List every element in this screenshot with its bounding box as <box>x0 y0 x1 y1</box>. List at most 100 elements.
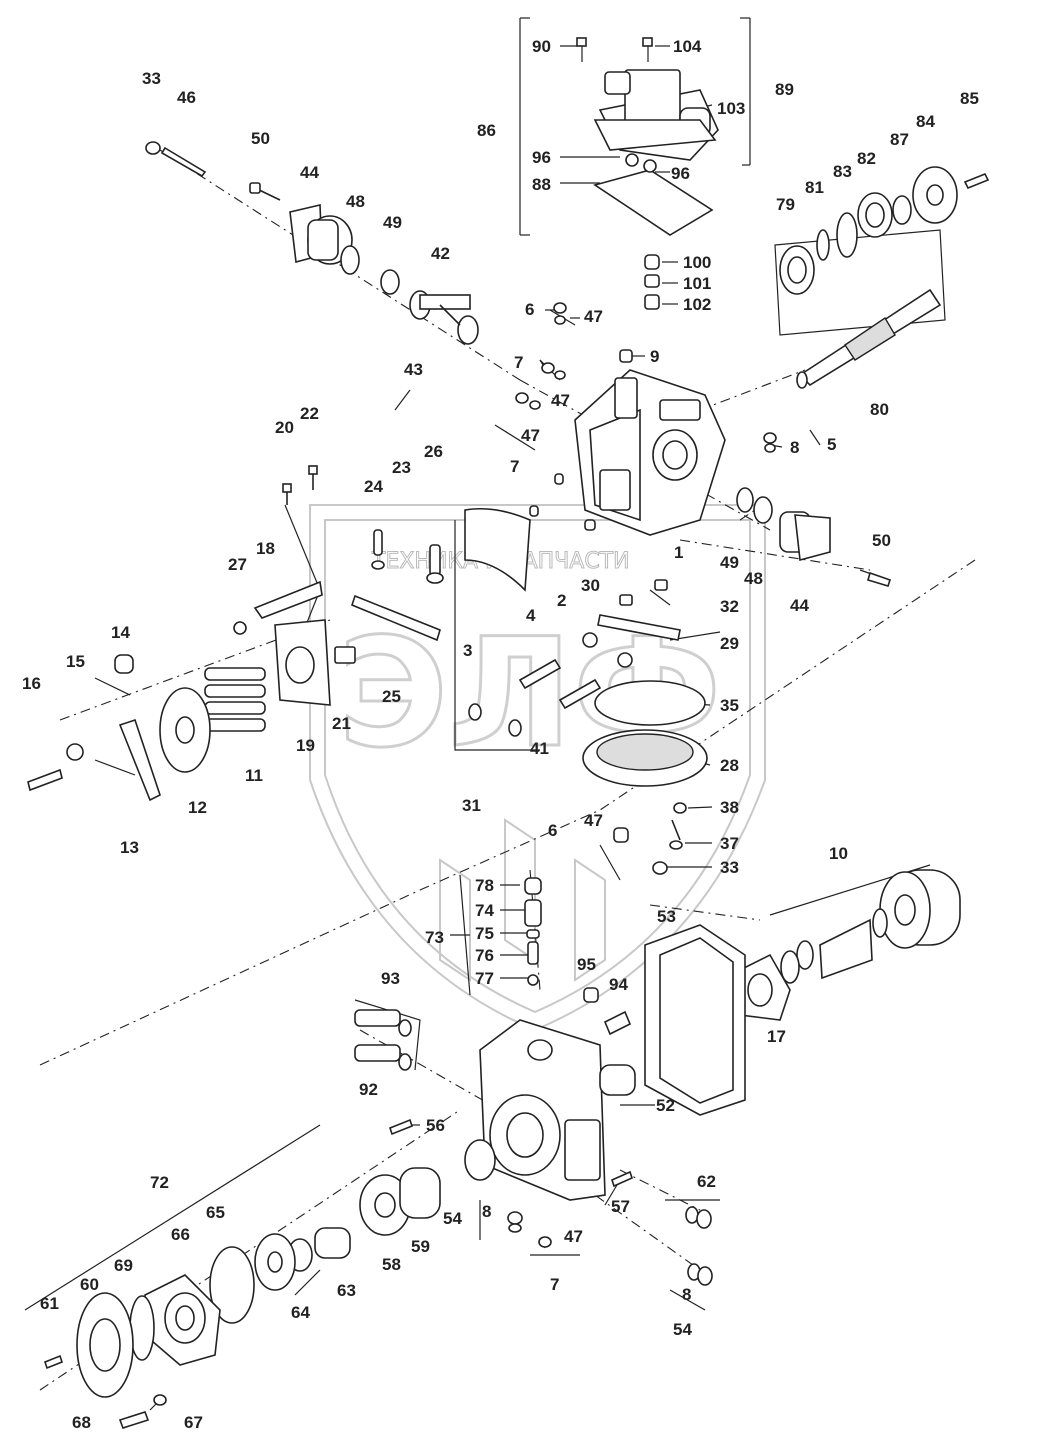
label-89: 89 <box>775 80 794 99</box>
label-7-low: 7 <box>550 1275 559 1294</box>
label-54-a: 54 <box>443 1209 462 1228</box>
label-19: 19 <box>296 736 315 755</box>
label-22: 22 <box>300 404 319 423</box>
label-17: 17 <box>767 1027 786 1046</box>
spring-10 <box>819 918 873 980</box>
label-47-mid: 47 <box>584 811 603 830</box>
label-26: 26 <box>424 442 443 461</box>
lever-18 <box>253 580 323 619</box>
label-13: 13 <box>120 838 139 857</box>
label-60: 60 <box>80 1275 99 1294</box>
spring-46 <box>160 146 207 178</box>
label-104: 104 <box>673 37 702 56</box>
label-54-b: 54 <box>673 1320 692 1339</box>
label-47-c: 47 <box>521 426 540 445</box>
label-87: 87 <box>890 130 909 149</box>
label-14: 14 <box>111 623 130 642</box>
label-100: 100 <box>683 253 711 272</box>
label-49-top: 49 <box>383 213 402 232</box>
label-84: 84 <box>916 112 935 131</box>
plate-28 <box>582 729 708 787</box>
label-52: 52 <box>656 1096 675 1115</box>
ring-33 <box>145 141 161 155</box>
label-63: 63 <box>337 1281 356 1300</box>
label-92: 92 <box>359 1080 378 1099</box>
label-65: 65 <box>206 1203 225 1222</box>
spring-41b <box>558 678 602 710</box>
label-35: 35 <box>720 696 739 715</box>
spring-41a <box>518 658 562 690</box>
label-18: 18 <box>256 539 275 558</box>
label-90: 90 <box>532 37 551 56</box>
label-21: 21 <box>332 714 351 733</box>
label-1: 1 <box>674 543 683 562</box>
flange-66 <box>144 1274 221 1366</box>
end-housing-52 <box>479 1019 606 1201</box>
label-85: 85 <box>960 89 979 108</box>
cover-44-right <box>779 511 831 562</box>
label-69: 69 <box>114 1256 133 1275</box>
label-10: 10 <box>829 844 848 863</box>
housing-1 <box>574 369 726 536</box>
label-74: 74 <box>475 901 494 920</box>
label-42: 42 <box>431 244 450 263</box>
label-31: 31 <box>462 796 481 815</box>
label-7-a: 7 <box>514 353 523 372</box>
parts <box>27 37 990 1429</box>
label-94: 94 <box>609 975 628 994</box>
label-68: 68 <box>72 1413 91 1432</box>
label-64: 64 <box>291 1303 310 1322</box>
label-79: 79 <box>776 195 795 214</box>
label-8-top: 8 <box>790 438 799 457</box>
o-ring-65 <box>209 1246 255 1324</box>
label-47-a: 47 <box>584 307 603 326</box>
label-41: 41 <box>530 739 549 758</box>
label-28: 28 <box>720 756 739 775</box>
label-20: 20 <box>275 418 294 437</box>
label-9: 9 <box>650 347 659 366</box>
label-67: 67 <box>184 1413 203 1432</box>
label-76: 76 <box>475 946 494 965</box>
label-48-top: 48 <box>346 192 365 211</box>
label-44-right: 44 <box>790 596 809 615</box>
label-27: 27 <box>228 555 247 574</box>
label-48-right: 48 <box>744 569 763 588</box>
label-81: 81 <box>805 178 824 197</box>
valve-73 <box>524 877 542 986</box>
label-78: 78 <box>475 876 494 895</box>
label-6-top: 6 <box>525 300 534 319</box>
label-6-mid: 6 <box>548 821 557 840</box>
label-77: 77 <box>475 969 494 988</box>
label-2: 2 <box>557 591 566 610</box>
label-56: 56 <box>426 1116 445 1135</box>
label-50-top: 50 <box>251 129 270 148</box>
label-101: 101 <box>683 274 711 293</box>
label-25: 25 <box>382 687 401 706</box>
shaft-80 <box>796 288 942 389</box>
label-47-low: 47 <box>564 1227 583 1246</box>
label-8-b: 8 <box>682 1285 691 1304</box>
label-46: 46 <box>177 88 196 107</box>
label-24: 24 <box>364 477 383 496</box>
label-12: 12 <box>188 798 207 817</box>
label-75: 75 <box>475 924 494 943</box>
label-38: 38 <box>720 798 739 817</box>
label-33-mid: 33 <box>720 858 739 877</box>
label-96-a: 96 <box>532 148 551 167</box>
label-96-b: 96 <box>671 164 690 183</box>
label-50-right: 50 <box>872 531 891 550</box>
label-103: 103 <box>717 99 745 118</box>
label-86: 86 <box>477 121 496 140</box>
o-ring-35 <box>594 680 706 726</box>
spool-42 <box>409 290 479 345</box>
label-11: 11 <box>245 766 263 785</box>
swashplate-3 <box>464 507 531 592</box>
label-73: 73 <box>425 928 444 947</box>
pistons-11 <box>204 667 266 732</box>
label-57: 57 <box>611 1197 630 1216</box>
label-49-right: 49 <box>720 553 739 572</box>
control-valve <box>576 37 719 161</box>
label-16: 16 <box>22 674 41 693</box>
part-labels: 90 104 89 103 86 96 96 88 100 101 102 33… <box>22 37 979 1432</box>
